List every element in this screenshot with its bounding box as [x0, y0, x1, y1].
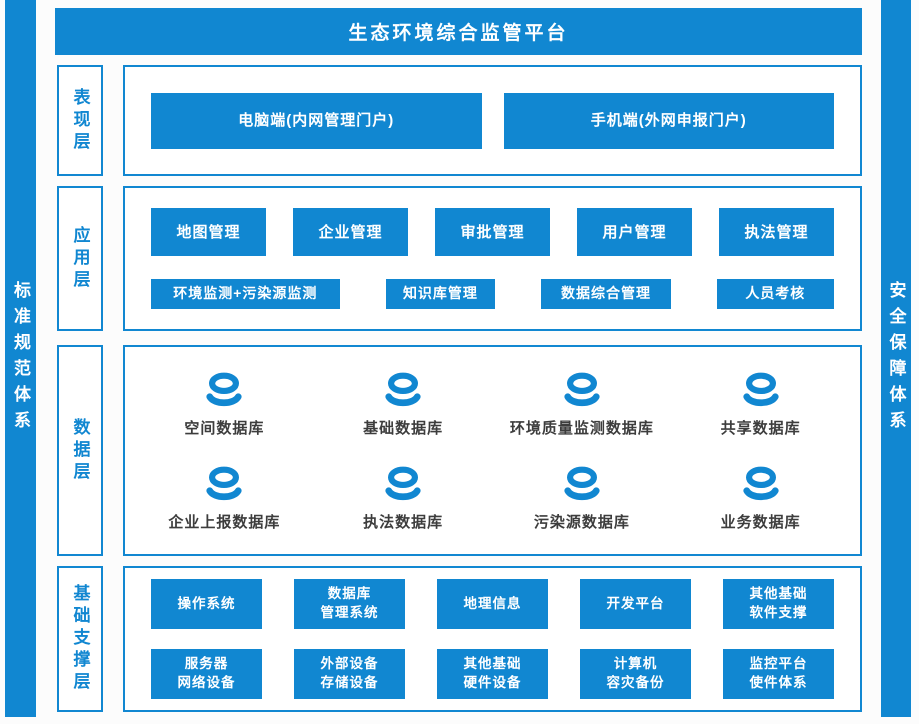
database-item[interactable]: 污染源数据库 — [493, 464, 672, 532]
left-system-bar: 标准规范体系 — [5, 0, 36, 717]
application-module-button[interactable]: 企业管理 — [293, 208, 408, 256]
layer-content-support: 操作系统数据库 管理系统地理信息开发平台其他基础 软件支撑服务器 网络设备外部设… — [123, 566, 862, 712]
application-module-button[interactable]: 地图管理 — [151, 208, 266, 256]
database-item[interactable]: 业务数据库 — [671, 464, 850, 532]
layer-label-text: 应用层 — [70, 225, 90, 292]
database-label: 执法数据库 — [363, 513, 444, 531]
left-system-bar-label: 标准规范体系 — [11, 280, 30, 437]
layer-label-text: 表现层 — [70, 87, 90, 154]
database-label: 空间数据库 — [184, 419, 265, 437]
database-icon — [564, 466, 600, 500]
layer-support: 基础支撑层操作系统数据库 管理系统地理信息开发平台其他基础 软件支撑服务器 网络… — [57, 566, 862, 712]
application-row-0: 地图管理企业管理审批管理用户管理执法管理 — [151, 208, 834, 256]
layers: 表现层 电脑端(内网管理门户) 手机端(外网申报门户) 应用层 地图管理企业管理审批管理… — [57, 65, 862, 712]
layer-content-data: 空间数据库 基础数据库 环境质量监测数据库 共享数据库企业上报数据库 执法数据库 污染源数… — [123, 345, 862, 556]
data-row-1: 企业上报数据库 执法数据库 污染源数据库 业务数据库 — [135, 464, 850, 532]
database-icon — [743, 372, 779, 406]
support-row-1: 服务器 网络设备外部设备 存储设备其他基础 硬件设备计算机 容灾备份监控平台 使… — [151, 649, 834, 699]
layer-presentation: 表现层 电脑端(内网管理门户) 手机端(外网申报门户) — [57, 65, 862, 176]
database-item[interactable]: 共享数据库 — [671, 370, 850, 438]
database-icon — [385, 466, 421, 500]
support-module-button[interactable]: 数据库 管理系统 — [294, 579, 405, 629]
database-label: 污染源数据库 — [533, 513, 630, 531]
layer-application: 应用层 地图管理企业管理审批管理用户管理执法管理环境监测+污染源监测 知识库管理 数据… — [57, 186, 862, 331]
database-item[interactable]: 执法数据库 — [314, 464, 493, 532]
layer-label-presentation: 表现层 — [57, 65, 103, 176]
support-module-button[interactable]: 计算机 容灾备份 — [580, 649, 691, 699]
platform-title-banner: 生态环境综合监管平台 — [55, 8, 862, 55]
support-module-button[interactable]: 操作系统 — [151, 579, 262, 629]
right-system-bar-label: 安全保障体系 — [886, 280, 906, 437]
application-module-button[interactable]: 用户管理 — [577, 208, 692, 256]
layer-label-support: 基础支撑层 — [57, 566, 103, 712]
layer-label-data: 数据层 — [57, 345, 103, 556]
presentation-module-button[interactable]: 手机端(外网申报门户) — [503, 92, 834, 149]
application-row-1: 环境监测+污染源监测 知识库管理 数据综合管理 人员考核 — [151, 279, 834, 309]
database-icon — [743, 466, 779, 500]
application-module-button[interactable]: 知识库管理 — [385, 279, 496, 309]
layer-content-application: 地图管理企业管理审批管理用户管理执法管理环境监测+污染源监测 知识库管理 数据综合管… — [123, 186, 862, 331]
database-item[interactable]: 空间数据库 — [135, 370, 314, 438]
database-item[interactable]: 企业上报数据库 — [135, 464, 314, 532]
presentation-module-button[interactable]: 电脑端(内网管理门户) — [151, 92, 482, 149]
application-module-button[interactable]: 执法管理 — [719, 208, 834, 256]
database-icon — [385, 372, 421, 406]
support-module-button[interactable]: 其他基础 软件支撑 — [723, 579, 834, 629]
application-module-button[interactable]: 审批管理 — [435, 208, 550, 256]
right-system-bar: 安全保障体系 — [881, 0, 911, 717]
database-label: 企业上报数据库 — [168, 513, 281, 531]
layer-data: 数据层 空间数据库 基础数据库 环境质量监测数据库 共享数据库企业上报数据库 执法数据库 污… — [57, 345, 862, 556]
layer-label-application: 应用层 — [57, 186, 103, 331]
support-module-button[interactable]: 服务器 网络设备 — [151, 649, 262, 699]
support-module-button[interactable]: 地理信息 — [437, 579, 548, 629]
support-module-button[interactable]: 外部设备 存储设备 — [294, 649, 405, 699]
application-module-button[interactable]: 环境监测+污染源监测 — [151, 279, 340, 309]
database-label: 业务数据库 — [720, 513, 801, 531]
database-icon — [564, 372, 600, 406]
layer-label-text: 基础支撑层 — [70, 584, 90, 694]
data-row-0: 空间数据库 基础数据库 环境质量监测数据库 共享数据库 — [135, 370, 850, 438]
application-module-button[interactable]: 人员考核 — [716, 279, 834, 309]
database-icon — [206, 466, 242, 500]
support-row-0: 操作系统数据库 管理系统地理信息开发平台其他基础 软件支撑 — [151, 579, 834, 629]
layer-content-presentation: 电脑端(内网管理门户) 手机端(外网申报门户) — [123, 65, 862, 176]
database-item[interactable]: 环境质量监测数据库 — [493, 370, 672, 438]
database-label: 共享数据库 — [720, 419, 801, 437]
database-icon — [206, 372, 242, 406]
support-module-button[interactable]: 监控平台 使件体系 — [723, 649, 834, 699]
support-module-button[interactable]: 开发平台 — [580, 579, 691, 629]
database-item[interactable]: 基础数据库 — [314, 370, 493, 438]
support-module-button[interactable]: 其他基础 硬件设备 — [437, 649, 548, 699]
layer-label-text: 数据层 — [70, 417, 90, 484]
database-label: 环境质量监测数据库 — [509, 419, 654, 437]
platform-title: 生态环境综合监管平台 — [348, 23, 569, 44]
database-label: 基础数据库 — [363, 419, 444, 437]
application-module-button[interactable]: 数据综合管理 — [541, 279, 671, 309]
presentation-row-0: 电脑端(内网管理门户) 手机端(外网申报门户) — [151, 92, 834, 149]
